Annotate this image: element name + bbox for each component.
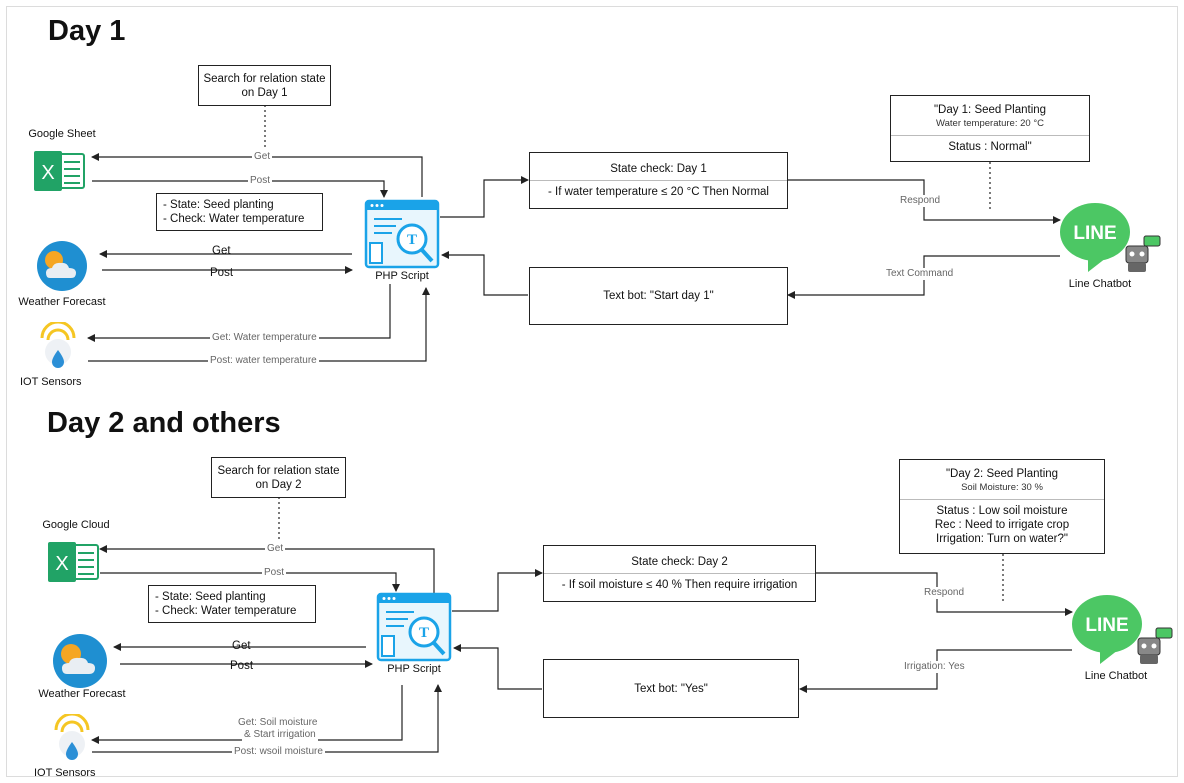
d2-php-to-statecheck bbox=[452, 569, 543, 612]
day1-text-bot-box: Text bot: "Start day 1" bbox=[529, 267, 788, 325]
day2-state-check-rule: - If soil moisture ≤ 40 % Then require i… bbox=[561, 579, 798, 591]
day2-search-line1: Search for relation state bbox=[217, 464, 340, 477]
day2-state-check-box: State check: Day 2 - If soil moisture ≤ … bbox=[543, 545, 816, 602]
d2-textbot-to-php bbox=[453, 644, 542, 690]
day1-iot-label: IOT Sensors bbox=[20, 376, 82, 388]
svg-text:X: X bbox=[55, 553, 68, 575]
day1-get-label: Get bbox=[252, 151, 273, 163]
day2-excel-icon: X bbox=[48, 542, 99, 582]
d2-iot-post-arrow bbox=[92, 684, 442, 753]
day2-get-label: Get bbox=[265, 543, 286, 555]
day1-response-box: "Day 1: Seed Planting Water temperature:… bbox=[890, 95, 1090, 162]
day1-weather-label: Weather Forecast bbox=[18, 296, 106, 308]
day1-php-label: PHP Script bbox=[375, 270, 429, 282]
day2-state-check-title: State check: Day 2 bbox=[631, 556, 728, 568]
day1-text-command-label: Text Command bbox=[884, 268, 956, 280]
day1-state-line2: - Check: Water temperature bbox=[163, 213, 305, 225]
day1-respond-label: Respond bbox=[898, 195, 943, 207]
day1-state-check-rule: - If water temperature ≤ 20 °C Then Norm… bbox=[548, 186, 769, 198]
day1-line-chatbot-icon: LINE bbox=[1060, 203, 1161, 272]
day1-state-line1: - State: Seed planting bbox=[163, 199, 274, 211]
day2-line-chatbot-icon: LINE bbox=[1072, 595, 1173, 664]
day2-search-box: Search for relation state on Day 2 bbox=[211, 457, 346, 498]
day1-response-line2: Water temperature: 20 °C bbox=[936, 118, 1044, 129]
d1-post-sheet-arrow bbox=[92, 180, 388, 198]
day2-weather-post-label: Post bbox=[230, 660, 254, 672]
d1-textbot-to-php bbox=[441, 251, 528, 296]
day2-php-label: PHP Script bbox=[387, 663, 441, 675]
day2-iot-post-label: Post: wsoil moisture bbox=[232, 746, 325, 758]
day1-heading: Day 1 bbox=[48, 15, 126, 47]
day2-state-line1: - State: Seed planting bbox=[155, 591, 266, 603]
d1-php-to-statecheck bbox=[440, 176, 529, 218]
day2-respond-label: Respond bbox=[922, 587, 967, 599]
day2-state-check-divider bbox=[544, 573, 815, 574]
day1-response-line3: Status : Normal" bbox=[948, 141, 1032, 153]
day2-search-line2: on Day 2 bbox=[255, 478, 302, 491]
day2-state-line2: - Check: Water temperature bbox=[155, 605, 297, 617]
day2-iot-sensor-icon bbox=[54, 714, 90, 760]
day1-iot-post-label: Post: water temperature bbox=[208, 355, 319, 367]
day1-state-check-box: State check: Day 1 - If water temperatur… bbox=[529, 152, 788, 209]
day2-response-divider bbox=[900, 499, 1104, 500]
day1-state-check-title: State check: Day 1 bbox=[610, 163, 707, 175]
d2-get-cloud-arrow bbox=[99, 545, 435, 593]
day2-iot-get-label-line2: & Start irrigation bbox=[242, 729, 318, 741]
day2-iot-get-label-line1: Get: Soil moisture bbox=[236, 717, 320, 729]
day1-text-bot-text: Text bot: "Start day 1" bbox=[603, 290, 714, 302]
day2-line-logo-text: LINE bbox=[1085, 615, 1128, 636]
day1-excel-icon: X bbox=[34, 151, 85, 191]
day1-response-divider bbox=[891, 135, 1089, 136]
day1-state-check-divider bbox=[530, 180, 787, 181]
day2-weather-label: Weather Forecast bbox=[38, 688, 126, 700]
d1-get-sheet-arrow bbox=[91, 153, 423, 197]
day2-weather-icon bbox=[53, 634, 107, 688]
day2-response-line4: Rec : Need to irrigate crop bbox=[934, 519, 1070, 531]
day2-weather-get-label: Get bbox=[232, 640, 251, 652]
day1-response-line1: "Day 1: Seed Planting bbox=[933, 104, 1047, 116]
day2-text-bot-text: Text bot: "Yes" bbox=[634, 682, 708, 695]
day2-state-box: - State: Seed planting - Check: Water te… bbox=[148, 585, 316, 623]
day2-response-line3: Status : Low soil moisture bbox=[936, 505, 1068, 517]
d1-iot-post-arrow bbox=[88, 287, 430, 362]
svg-text:X: X bbox=[41, 162, 54, 184]
day1-weather-post-label: Post bbox=[210, 267, 234, 279]
svg-text:T: T bbox=[407, 232, 417, 248]
day1-post-label: Post bbox=[248, 175, 273, 187]
day1-state-box: - State: Seed planting - Check: Water te… bbox=[156, 193, 323, 231]
day1-search-box: Search for relation state on Day 1 bbox=[198, 65, 331, 106]
day2-response-line5: Irrigation: Turn on water?" bbox=[936, 533, 1068, 545]
day1-weather-icon bbox=[37, 241, 87, 291]
day1-search-line2: on Day 1 bbox=[241, 86, 288, 99]
day2-line-label: Line Chatbot bbox=[1084, 670, 1148, 682]
day2-google-cloud-label: Google Cloud bbox=[42, 519, 110, 531]
svg-text:T: T bbox=[419, 625, 429, 641]
day2-php-script-icon: T bbox=[376, 592, 452, 662]
day1-php-script-icon: T bbox=[364, 199, 440, 269]
day2-response-box: "Day 2: Seed Planting Soil Moisture: 30 … bbox=[899, 459, 1105, 554]
day1-iot-get-label: Get: Water temperature bbox=[210, 332, 319, 344]
diagram-frame bbox=[6, 6, 1178, 777]
d1-iot-get-arrow bbox=[87, 284, 391, 342]
day1-weather-get-label: Get bbox=[212, 245, 231, 257]
d2-iot-get-arrow bbox=[91, 685, 403, 744]
day2-response-line1: "Day 2: Seed Planting bbox=[945, 468, 1059, 480]
day2-iot-label: IOT Sensors bbox=[34, 767, 96, 779]
day2-post-label: Post bbox=[262, 567, 287, 579]
day1-search-line1: Search for relation state bbox=[203, 72, 326, 85]
day1-google-sheet-label: Google Sheet bbox=[28, 128, 96, 140]
day2-text-bot-box: Text bot: "Yes" bbox=[543, 659, 799, 718]
day2-heading: Day 2 and others bbox=[47, 407, 281, 439]
day2-irrigation-label: Irrigation: Yes bbox=[902, 661, 967, 673]
day1-line-label: Line Chatbot bbox=[1068, 278, 1132, 290]
day1-iot-sensor-icon bbox=[40, 322, 76, 368]
d2-post-cloud-arrow bbox=[100, 572, 400, 592]
day1-line-logo-text: LINE bbox=[1073, 223, 1116, 244]
day2-response-line2: Soil Moisture: 30 % bbox=[961, 482, 1043, 493]
